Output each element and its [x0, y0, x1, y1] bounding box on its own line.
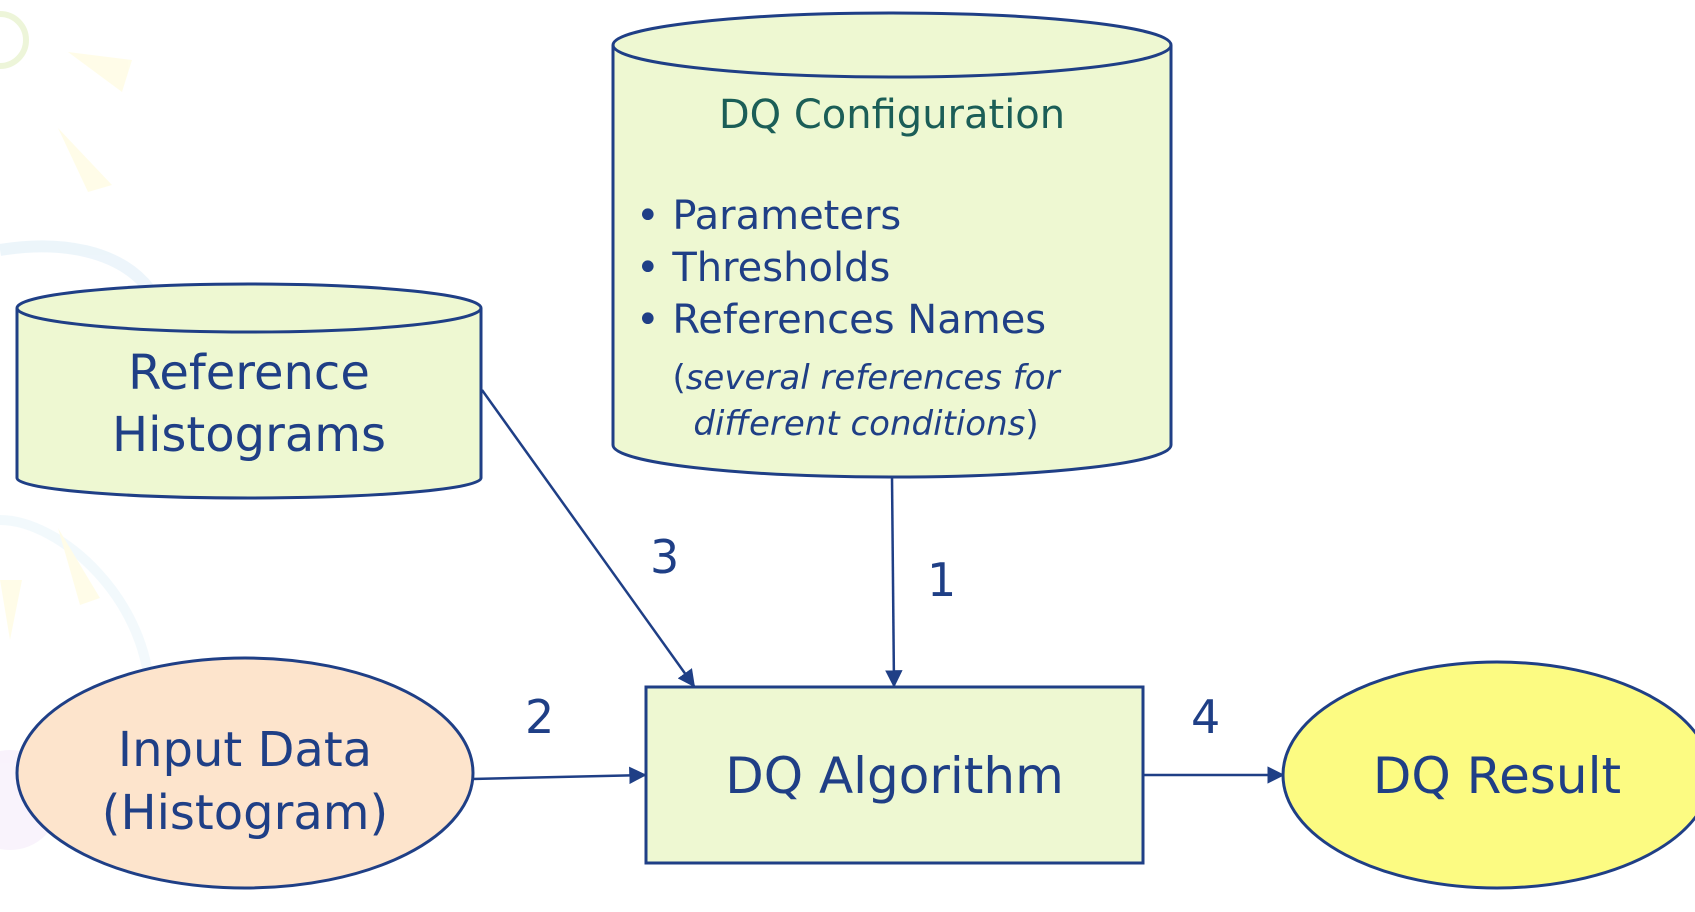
dq-configuration-title: DQ Configuration [718, 92, 1066, 138]
config-item-references-names: • References Names [636, 297, 1047, 343]
reference-histograms-line1: Reference [128, 345, 370, 401]
edge-input-to-algorithm [471, 766, 647, 785]
edge-label-1: 1 [927, 553, 957, 607]
input-data-node [15, 656, 475, 890]
dq-configuration-cylinder [611, 11, 1173, 479]
edge-label-3: 3 [650, 530, 680, 584]
config-item-parameters: • Parameters [636, 193, 902, 239]
config-note: (several references for different condit… [672, 358, 1060, 444]
edge-label-2: 2 [525, 690, 555, 744]
edge-label-4: 4 [1191, 690, 1221, 744]
config-item-thresholds: • Thresholds [636, 245, 891, 291]
dq-algorithm-node [644, 685, 1145, 865]
config-note-italic: several references for different conditi… [685, 358, 1060, 444]
input-data-line1: Input Data [117, 722, 373, 778]
edge-reference-to-algorithm [480, 389, 696, 688]
dq-configuration-list: • Parameters • Thresholds • References N… [636, 190, 1046, 346]
edge-config-to-algorithm [885, 476, 903, 688]
reference-histograms-cylinder [15, 282, 483, 500]
dq-result-label: DQ Result [1372, 747, 1622, 805]
input-data-line2: (Histogram) [101, 785, 389, 841]
dq-algorithm-label: DQ Algorithm [725, 747, 1064, 805]
reference-histograms-line2: Histograms [111, 407, 386, 463]
